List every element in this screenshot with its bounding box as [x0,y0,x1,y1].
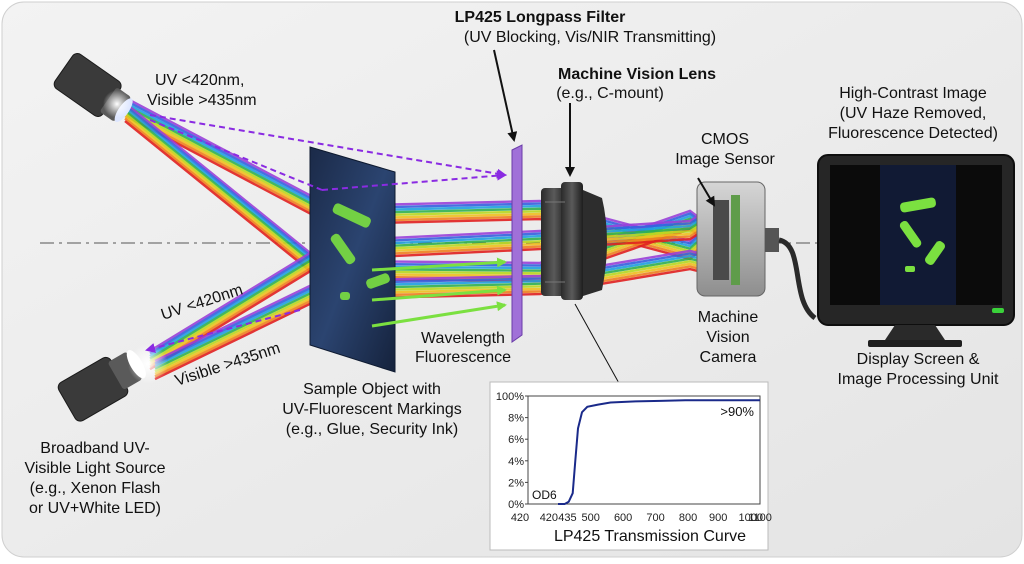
source-label-2: Visible Light Source [24,460,165,477]
chart-title: LP425 Transmission Curve [554,528,746,545]
fluorescence-label-2: Fluorescence [415,349,511,366]
display-monitor [817,154,1015,347]
camera-label-1: Machine [698,309,759,326]
x-tick-label: 500 [581,512,599,524]
y-tick-label: 4% [508,456,524,468]
top-uv-label: UV <420nm, [155,72,244,89]
y-tick-label: 2% [508,477,524,489]
transmission-curve [558,399,760,505]
x-tick-label: 900 [709,512,727,524]
sample-label-2: UV-Fluorescent Markings [282,401,462,418]
y-tick-label: 6% [508,434,524,446]
chart-frame [489,381,769,551]
display-label-2: Image Processing Unit [838,371,1000,388]
x-tick-label: 435 [558,512,576,524]
x-tick-label: 420 [540,512,558,524]
top-visible-label: Visible >435nm [147,92,257,109]
camera-label-2: Vision [706,329,749,346]
y-tick-label: 8% [508,413,524,425]
filter-subtitle: (UV Blocking, Vis/NIR Transmitting) [464,29,716,46]
lens-subtitle: (e.g., C-mount) [556,85,664,102]
x-tick-label: 700 [646,512,664,524]
sensor-label-2: Image Sensor [675,151,775,168]
uv-arrows [145,114,507,353]
fluorescent-markings [330,203,390,300]
annotation-label: >90% [720,404,754,419]
source-label-4: or UV+White LED) [29,500,161,517]
x-tick-label: 1100 [748,512,772,524]
lp425-filter [511,144,523,343]
annotation-label: OD6 [532,488,557,502]
display-label-1: Display Screen & [857,351,980,368]
bottom-source-glow [128,344,168,384]
machine-vision-lens [541,182,607,300]
fluorescence-label-1: Wavelength [421,330,505,347]
lens-title: Machine Vision Lens [558,66,716,83]
sample-label-1: Sample Object with [303,381,441,398]
filter-title: LP425 Longpass Filter [455,9,626,26]
source-label-3: (e.g., Xenon Flash [30,480,161,497]
fluorescence-arrows [371,257,507,328]
x-tick-label: 600 [614,512,632,524]
sensor-label-1: CMOS [701,131,749,148]
y-tick-label: 0% [508,499,524,511]
image-label-1: High-Contrast Image [839,85,987,102]
x-tick-label: 420 [511,512,529,524]
x-tick-label: 800 [679,512,697,524]
machine-vision-camera [696,181,817,321]
y-tick-label: 100% [496,391,524,403]
image-label-3: Fluorescence Detected) [828,125,998,142]
image-label-2: (UV Haze Removed, [840,105,987,122]
pointer-arrows [493,49,716,386]
x-tick-label: 1000 [738,512,762,524]
sample-label-3: (e.g., Glue, Security Ink) [286,421,459,438]
top-source-glow [103,90,131,118]
chart-plot-area [527,395,761,505]
source-label-1: Broadband UV- [40,440,149,457]
camera-label-3: Camera [700,349,757,366]
